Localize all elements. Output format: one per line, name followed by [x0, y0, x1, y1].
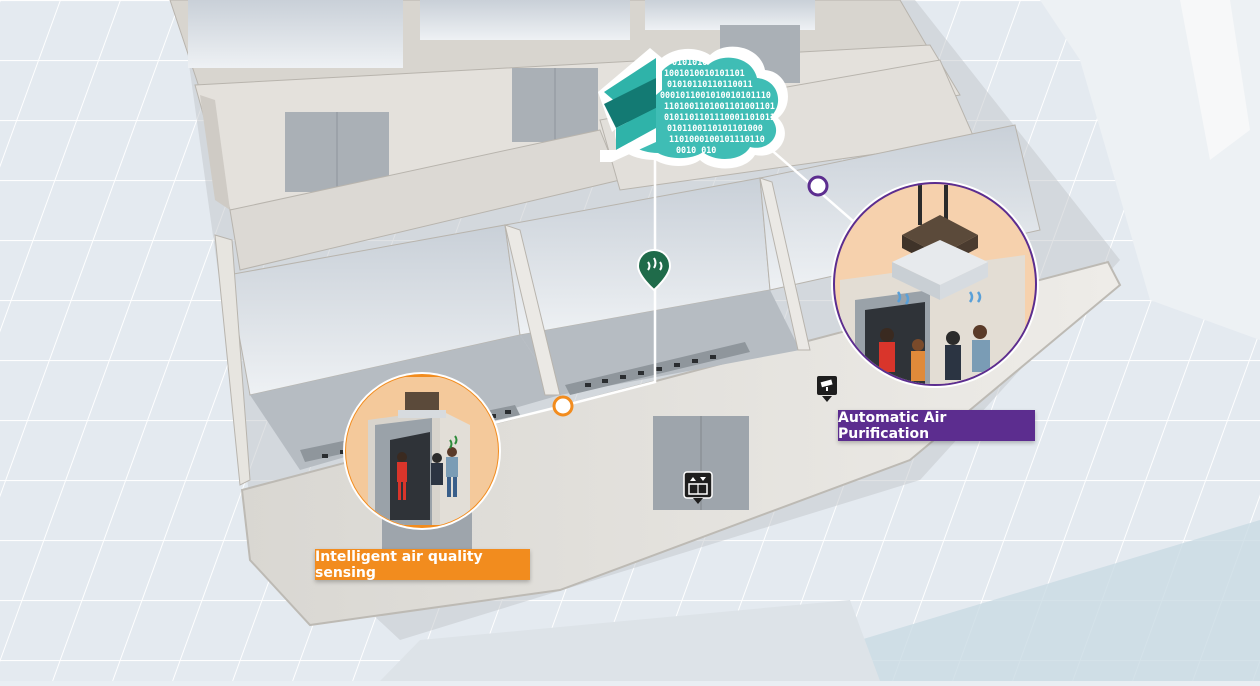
elevator-purification-illustration: [831, 180, 1039, 388]
automatic-air-purification-label[interactable]: Automatic Air Purification: [838, 410, 1035, 442]
intelligent-air-quality-sensing-label[interactable]: Intelligent air quality sensing: [315, 549, 530, 581]
binary-line: 1001010010101101: [664, 68, 745, 78]
binary-line: 0101101101110001101011: [664, 112, 775, 122]
binary-line: 0101100110101101000: [667, 123, 763, 133]
binary-line: 01010110110110011: [667, 79, 753, 89]
security-camera-icon[interactable]: [817, 376, 837, 402]
binary-line: 0001011001010010101110: [660, 90, 771, 100]
binary-line: 0010 010: [676, 145, 716, 155]
air-sensor-pin-icon[interactable]: [636, 248, 672, 292]
teal-s-logo-icon: [598, 48, 662, 162]
glass-floor: [840, 520, 1260, 681]
binary-line: 0101010: [672, 57, 707, 67]
connector-node-sensing[interactable]: [552, 395, 574, 417]
connector-node-purification[interactable]: [807, 175, 829, 197]
binary-line: 1101000100101110110: [669, 134, 765, 144]
elevator-sensing-illustration: [343, 372, 501, 530]
elevator-icon[interactable]: [683, 471, 713, 504]
binary-line: 1101001101001101001101: [664, 101, 775, 111]
